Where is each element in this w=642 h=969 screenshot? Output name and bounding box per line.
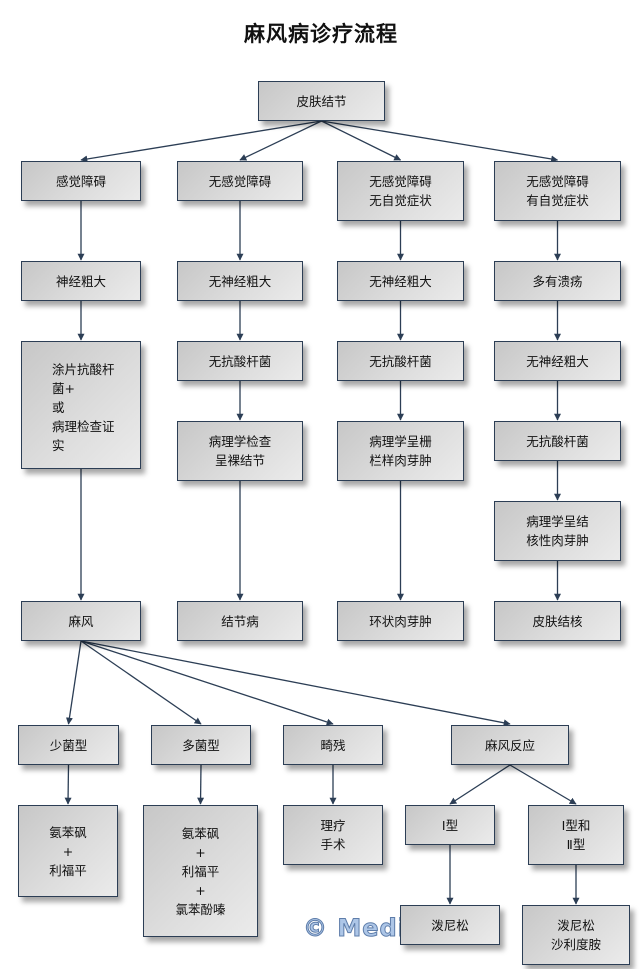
node-text-line: 氨苯砜 — [49, 824, 87, 840]
node-pathology-palisading-granuloma: 病理学呈栅栏样肉芽肿 — [337, 421, 464, 481]
edge-c1_dx-to-mb — [80, 640, 202, 725]
node-text-line: 或 — [52, 400, 65, 415]
node-text-line: Ⅱ型 — [566, 837, 586, 852]
node-text-line: 畸残 — [320, 737, 346, 753]
node-text-line: + — [62, 843, 74, 859]
node-sensory-impairment: 感觉障碍 — [21, 161, 141, 201]
node-deformity: 畸残 — [283, 725, 383, 765]
node-granuloma-annulare: 环状肉芽肿 — [337, 601, 464, 641]
node-no-sensory-no-subjective: 无感觉障碍无自觉症状 — [337, 161, 464, 221]
node-text-line: 无感觉障碍 — [369, 174, 432, 189]
edge-c1_dx-to-deform — [80, 640, 334, 726]
node-text-line: 神经粗大 — [55, 273, 106, 289]
node-text-line: 无抗酸杆菌 — [369, 353, 432, 369]
node-cutaneous-tuberculosis: 皮肤结核 — [494, 601, 621, 641]
node-no-acid-fast-bacilli: 无抗酸杆菌 — [494, 421, 621, 461]
node-text-line: 利福平 — [181, 863, 220, 879]
node-prednisone: 泼尼松 — [400, 905, 500, 945]
node-deformity-treatment: 理疗手术 — [283, 805, 383, 865]
node-sarcoidosis: 结节病 — [177, 601, 303, 641]
edge-mb-to-mb_tx — [197, 764, 205, 805]
node-text-line: 有自觉症状 — [526, 193, 589, 208]
node-text-line: 泼尼松 — [557, 918, 595, 933]
node-type-1-reaction: Ⅰ型 — [405, 805, 495, 845]
node-multibacillary: 多菌型 — [151, 725, 251, 765]
edge-pb-to-pb_tx — [64, 764, 72, 805]
node-smear-or-pathology: 涂片抗酸杆菌+ 或病理检查证实 — [21, 341, 141, 469]
node-text-line: 无感觉障碍 — [208, 173, 272, 189]
node-text-line: 结节病 — [221, 613, 259, 629]
node-text-line: 麻风反应 — [484, 737, 535, 753]
node-text-line: 感觉障碍 — [55, 173, 106, 189]
node-leprosy: 麻风 — [21, 601, 141, 641]
node-text-line: 沙利度胺 — [550, 937, 601, 952]
node-text-line: 无神经粗大 — [369, 273, 432, 289]
edge-root-to-c2_symptom — [239, 120, 322, 161]
node-no-acid-fast-bacilli: 无抗酸杆菌 — [337, 341, 464, 381]
node-text-line: 理疗 — [320, 818, 346, 833]
node-text-line: + — [195, 844, 206, 860]
node-text-line: 实 — [52, 438, 65, 453]
node-text-line: 病理学检查 — [208, 434, 272, 449]
node-text-line: 泼尼松 — [431, 917, 469, 933]
node-text-line: 皮肤结核 — [532, 613, 583, 629]
node-paucibacillary: 少菌型 — [18, 725, 119, 765]
node-text-line: 皮肤结节 — [296, 93, 347, 109]
edge-root-to-c4_symptom — [321, 120, 559, 163]
node-text-line: 氯苯酚嗪 — [175, 901, 226, 917]
node-text-line: Ⅰ型和 — [561, 818, 591, 833]
edge-root-to-c3_symptom — [321, 120, 402, 161]
node-no-acid-fast-bacilli: 无抗酸杆菌 — [177, 341, 303, 381]
node-text-line: 无感觉障碍 — [526, 174, 589, 189]
node-text-line: Ⅰ型 — [441, 817, 459, 833]
node-no-nerve-enlarged: 无神经粗大 — [337, 261, 464, 301]
node-text-line: 无抗酸杆菌 — [208, 353, 272, 369]
node-text-line: 无神经粗大 — [526, 353, 589, 369]
node-text-line: 多有溃疡 — [532, 273, 583, 289]
node-text-line: 氨苯砜 — [181, 825, 220, 841]
node-skin-nodule: 皮肤结节 — [258, 81, 385, 121]
node-no-nerve-enlarged: 无神经粗大 — [177, 261, 303, 301]
node-pathology-naked-granuloma: 病理学检查呈裸结节 — [177, 421, 303, 481]
node-pathology-tuberculoid-granuloma: 病理学呈结核性肉芽肿 — [494, 501, 621, 561]
node-text-line: 利福平 — [49, 862, 87, 878]
node-pb-treatment: 氨苯砜 + 利福平 — [18, 805, 118, 897]
node-prednisone-thalidomide: 泼尼松沙利度胺 — [522, 905, 630, 965]
node-text-line: 无抗酸杆菌 — [526, 433, 589, 449]
node-text-line: 栏样肉芽肿 — [369, 453, 432, 468]
node-text-line: 少菌型 — [49, 737, 88, 753]
node-text-line: 核性肉芽肿 — [526, 533, 589, 548]
node-no-sensory-impairment: 无感觉障碍 — [177, 161, 303, 201]
node-text-line: 菌+ — [52, 381, 75, 396]
edge-reaction-to-type12 — [509, 764, 577, 805]
node-text-line: 多菌型 — [182, 737, 220, 753]
node-text-line: 病理学呈栅 — [369, 434, 432, 449]
node-no-sensory-with-subjective: 无感觉障碍有自觉症状 — [494, 161, 621, 221]
node-leprosy-reaction: 麻风反应 — [451, 725, 569, 765]
node-text-line: 手术 — [320, 837, 346, 852]
node-text-line: + — [195, 882, 206, 898]
node-text-line: 病理学呈结 — [526, 514, 589, 529]
edge-c1_dx-to-pb — [65, 640, 82, 725]
node-text-line: 麻风 — [68, 613, 94, 629]
node-text-line: 呈裸结节 — [214, 453, 265, 468]
node-often-ulcerated: 多有溃疡 — [494, 261, 621, 301]
diagram-title: 麻风病诊疗流程 — [244, 22, 398, 46]
edge-root-to-c1_symptom — [80, 120, 322, 163]
node-type-1-and-2-reaction: Ⅰ型和 Ⅱ型 — [528, 805, 624, 865]
edge-reaction-to-type1 — [449, 764, 511, 805]
node-nerve-enlarged: 神经粗大 — [21, 261, 141, 301]
node-text-line: 病理检查证 — [52, 419, 115, 434]
node-text-line: 无自觉症状 — [369, 193, 432, 208]
node-no-nerve-enlarged: 无神经粗大 — [494, 341, 621, 381]
node-text-line: 环状肉芽肿 — [369, 613, 432, 629]
node-text-line: 无神经粗大 — [208, 273, 272, 289]
edge-c1_dx-to-reaction — [80, 640, 511, 727]
node-mb-treatment: 氨苯砜 + 利福平 + 氯苯酚嗪 — [143, 805, 258, 937]
node-text-line: 涂片抗酸杆 — [52, 362, 115, 377]
